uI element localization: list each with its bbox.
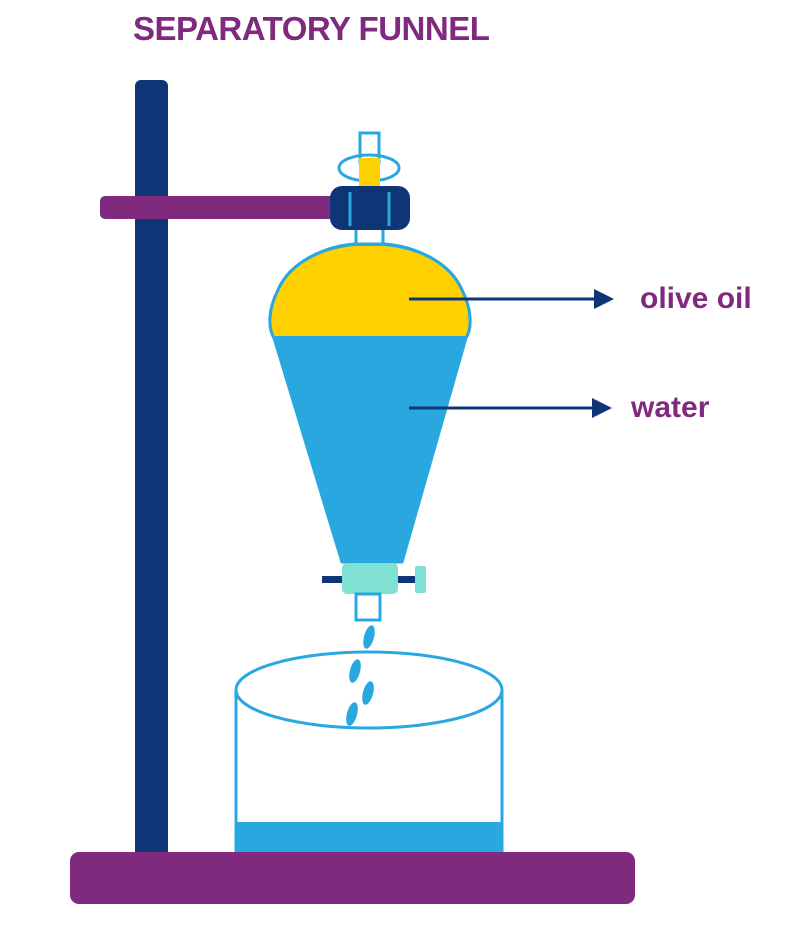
stand-rod	[135, 80, 168, 870]
beaker-body	[234, 690, 504, 857]
olive-oil-label: olive oil	[640, 282, 752, 315]
water-arrow	[409, 398, 612, 418]
oil-layer	[270, 246, 470, 336]
page-title: SEPARATORY FUNNEL	[133, 10, 490, 47]
outlet-tip	[354, 592, 382, 622]
neck-oil	[359, 158, 380, 193]
beaker-rim	[234, 650, 504, 730]
beaker-water	[236, 822, 502, 857]
water-label: water	[631, 391, 710, 424]
stopcock-handle	[415, 566, 426, 593]
clamp-block	[330, 186, 410, 230]
water-drop	[363, 625, 375, 649]
funnel-bulb-outline	[268, 242, 472, 340]
stand-base	[70, 852, 635, 904]
oil-arrow	[409, 289, 614, 309]
stopcock	[342, 563, 398, 594]
clamp-arm	[100, 196, 340, 219]
